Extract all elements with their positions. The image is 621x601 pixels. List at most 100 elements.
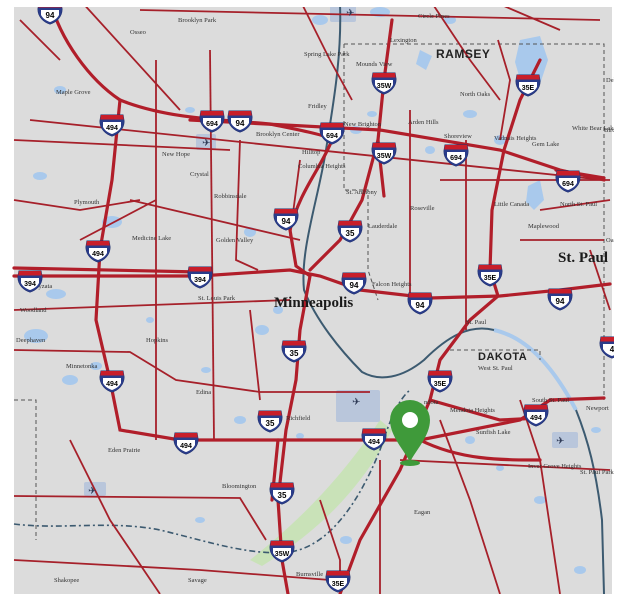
city-label: White Bear Lake bbox=[572, 125, 617, 132]
city-label: Hopkins bbox=[146, 337, 169, 344]
shield-icon: 94 bbox=[37, 2, 63, 25]
svg-text:494: 494 bbox=[106, 381, 118, 388]
svg-text:35: 35 bbox=[346, 229, 355, 238]
city-label: Brooklyn Center bbox=[256, 131, 300, 138]
city-label: St. Anthony bbox=[346, 189, 378, 196]
city-label: South St. Paul bbox=[532, 397, 569, 404]
shield-icon: 694 bbox=[319, 122, 345, 145]
shield-icon: 94 bbox=[341, 272, 367, 295]
city-label: Savage bbox=[188, 577, 207, 584]
shield-icon: 494 bbox=[173, 432, 199, 455]
shield-icon: 494 bbox=[523, 404, 549, 427]
shield-icon: 4 bbox=[599, 336, 621, 359]
city-label: New Brighton bbox=[344, 121, 382, 128]
city-label: Medicine Lake bbox=[132, 235, 171, 242]
airplane-icon: ✈ bbox=[352, 397, 360, 408]
city-label: Mendota Heights bbox=[450, 407, 495, 414]
svg-text:494: 494 bbox=[530, 415, 542, 422]
shield-icon: 35 bbox=[269, 482, 295, 505]
airplane-icon: ✈ bbox=[88, 486, 96, 497]
shield-icon: 694 bbox=[443, 144, 469, 167]
city-label: Bloomington bbox=[222, 483, 257, 490]
airplane-icon: ✈ bbox=[346, 8, 354, 19]
svg-text:494: 494 bbox=[368, 439, 380, 446]
city-label: Spring Lake Park bbox=[304, 51, 350, 58]
shield-icon: 394 bbox=[17, 270, 43, 293]
shield-icon: 35 bbox=[281, 340, 307, 363]
city-label: Eden Prairie bbox=[108, 447, 140, 454]
city-label: Sunfish Lake bbox=[476, 429, 511, 436]
svg-text:494: 494 bbox=[92, 251, 104, 258]
city-label: Shakopee bbox=[54, 577, 79, 584]
city-label: Oa bbox=[606, 237, 614, 244]
city-label: Deephaven bbox=[16, 337, 46, 344]
shield-icon: 494 bbox=[85, 240, 111, 263]
city-label-minneapolis: Minneapolis bbox=[274, 295, 353, 311]
interstates bbox=[12, 0, 612, 596]
shield-icon: 694 bbox=[555, 170, 581, 193]
county-label-ramsey: RAMSEY bbox=[436, 47, 490, 61]
city-label: Circle Pines bbox=[418, 13, 450, 20]
shield-icon: 35W bbox=[371, 72, 397, 95]
city-label: Brooklyn Park bbox=[178, 17, 217, 24]
city-label: Burnsville bbox=[296, 571, 323, 578]
svg-text:694: 694 bbox=[206, 121, 218, 128]
city-label: Falcon Heights bbox=[372, 281, 412, 288]
svg-text:394: 394 bbox=[24, 281, 36, 288]
city-label: Inver Grove Heights bbox=[528, 463, 582, 470]
city-label: Roseville bbox=[410, 205, 435, 212]
svg-text:35W: 35W bbox=[377, 153, 392, 160]
city-label: Robbinsdale bbox=[214, 193, 247, 200]
shield-icon: 94 bbox=[547, 288, 573, 311]
svg-text:35E: 35E bbox=[484, 275, 497, 282]
svg-text:694: 694 bbox=[450, 155, 462, 162]
svg-text:35E: 35E bbox=[434, 381, 447, 388]
location-pin-icon[interactable] bbox=[390, 400, 430, 466]
shield-icon: 35E bbox=[477, 264, 503, 287]
city-label: North St. Paul bbox=[560, 201, 597, 208]
city-label: Gem Lake bbox=[532, 141, 559, 148]
shield-icon: 35 bbox=[337, 220, 363, 243]
shield-icon: 35 bbox=[257, 410, 283, 433]
city-label: ndota bbox=[424, 399, 439, 406]
city-label: Crystal bbox=[190, 171, 209, 178]
city-label: Wayzata bbox=[30, 283, 52, 290]
county-label-dakota: DAKOTA bbox=[478, 351, 527, 363]
city-label: Maplewood bbox=[528, 223, 560, 230]
city-label: Richfield bbox=[286, 415, 311, 422]
shield-icon: 35E bbox=[325, 570, 351, 593]
svg-text:35E: 35E bbox=[522, 85, 535, 92]
svg-text:394: 394 bbox=[194, 277, 206, 284]
svg-text:494: 494 bbox=[106, 125, 118, 132]
svg-text:94: 94 bbox=[236, 119, 245, 128]
shield-icon: 35W bbox=[269, 540, 295, 563]
svg-text:94: 94 bbox=[282, 217, 291, 226]
park-area bbox=[250, 420, 392, 566]
shield-icon: 35E bbox=[427, 370, 453, 393]
svg-text:694: 694 bbox=[326, 133, 338, 140]
svg-text:4: 4 bbox=[610, 345, 615, 354]
city-label: Fridley bbox=[308, 103, 328, 110]
city-label: Osseo bbox=[130, 29, 146, 36]
svg-text:94: 94 bbox=[350, 281, 359, 290]
city-label: Golden Valley bbox=[216, 237, 254, 244]
city-label: Edina bbox=[196, 389, 211, 396]
city-label: Maple Grove bbox=[56, 89, 91, 96]
airplane-icon: ✈ bbox=[202, 138, 210, 149]
svg-text:94: 94 bbox=[416, 301, 425, 310]
city-label: North Oaks bbox=[460, 91, 491, 98]
airplane-icon: ✈ bbox=[556, 436, 564, 447]
city-label: St. Paul bbox=[466, 319, 486, 326]
svg-text:35: 35 bbox=[278, 491, 287, 500]
airplane-icons: ✈ ✈ ✈ ✈ ✈ bbox=[88, 8, 564, 497]
city-label: Little Canada bbox=[494, 201, 529, 208]
svg-text:35W: 35W bbox=[377, 83, 392, 90]
city-label: Minnetonka bbox=[66, 363, 98, 370]
city-label: Plymouth bbox=[74, 199, 100, 206]
svg-text:694: 694 bbox=[562, 181, 574, 188]
city-label: Woodland bbox=[20, 307, 47, 314]
shield-icon: 694 bbox=[199, 110, 225, 133]
city-label: Columbia Heights bbox=[298, 163, 346, 170]
shield-icon: 494 bbox=[99, 114, 125, 137]
